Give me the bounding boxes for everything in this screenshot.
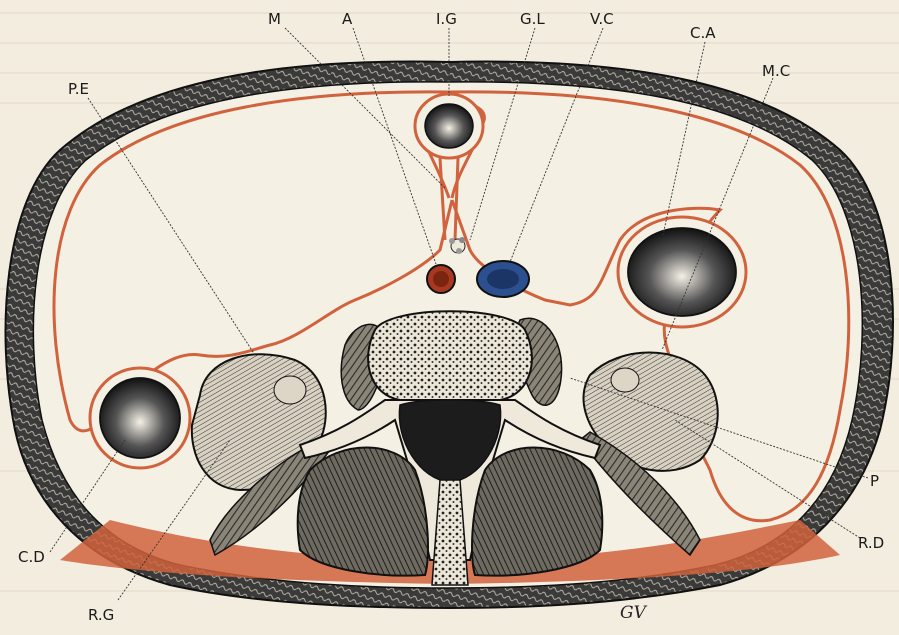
artist-signature: GV (620, 603, 648, 623)
bowel-lumen-ig (425, 104, 473, 148)
aorta-lumen (433, 271, 449, 287)
kidney-right-hilum (611, 368, 639, 392)
colon-ascending-lumen (628, 228, 736, 316)
erector-spinae-left (298, 448, 428, 576)
label-rd: R.D (858, 534, 884, 552)
label-p: P (870, 472, 879, 490)
label-rg: R.G (88, 606, 114, 624)
label-a: A (342, 10, 353, 28)
label-vc: V.C (590, 10, 614, 28)
vena-cava-lumen (487, 269, 519, 289)
label-mc: M.C (762, 62, 790, 80)
label-gl: G.L (520, 10, 545, 28)
label-pe: P.E (68, 80, 89, 98)
label-m: M (268, 10, 281, 28)
colon-descending-lumen (100, 378, 180, 458)
vertebral-body (368, 311, 532, 404)
label-ig: I.G (436, 10, 457, 28)
kidney-left-hilum (274, 376, 306, 404)
erector-spinae-right (472, 448, 602, 576)
label-ca: C.A (690, 24, 716, 42)
label-cd: C.D (18, 548, 45, 566)
